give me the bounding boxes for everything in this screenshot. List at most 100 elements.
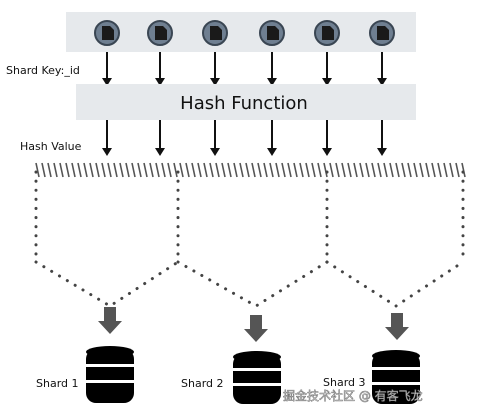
hash-value-tick: [311, 162, 316, 178]
hash-value-tick: [155, 162, 160, 178]
document-icon-4: [259, 20, 285, 46]
hash-value-tick: [35, 162, 40, 178]
hash-value-tick: [83, 162, 88, 178]
shard-3-label: Shard 3: [323, 376, 366, 389]
shard-arrows: [98, 307, 409, 342]
partition-outlines: [34, 170, 465, 308]
shard-2-arrow: [244, 315, 268, 342]
hash-value-tick: [149, 162, 154, 178]
hash-value-tick: [209, 162, 214, 178]
hash-value-tick: [263, 162, 268, 178]
hash-value-tick: [293, 162, 298, 178]
hash-value-tick: [41, 162, 46, 178]
watermark: 掘金技术社区 @ 有客飞龙: [283, 388, 423, 403]
hash-value-tick: [185, 162, 190, 178]
hash-value-tick: [389, 162, 394, 178]
document-icon-5: [314, 20, 340, 46]
hash-value-tick: [47, 162, 52, 178]
hash-value-tick: [413, 162, 418, 178]
hash-value-tick: [53, 162, 58, 178]
shard-1-database-icon: [86, 346, 134, 403]
hash-function-box: [76, 84, 416, 120]
hash-value-tick: [143, 162, 148, 178]
hash-value-tick: [119, 162, 124, 178]
hash-value-tick: [203, 162, 208, 178]
hash-value-tick: [425, 162, 430, 178]
hash-value-tick: [71, 162, 76, 178]
shard-2-label: Shard 2: [181, 377, 224, 390]
hash-value-tick: [383, 162, 388, 178]
hash-value-tick: [317, 162, 322, 178]
hash-function-label: Hash Function: [180, 93, 308, 114]
arrows-to-hash-function: [102, 52, 387, 86]
hash-value-tick: [101, 162, 106, 178]
hash-value-label: Hash Value: [20, 140, 82, 153]
hash-value-tick: [95, 162, 100, 178]
hash-value-tick: [197, 162, 202, 178]
hash-value-tick: [455, 162, 460, 178]
document-icon-2: [147, 20, 173, 46]
hash-value-tick: [161, 162, 166, 178]
shard-2-database-icon: [233, 351, 281, 404]
shard-1-arrow: [98, 307, 122, 334]
hash-value-tick: [269, 162, 274, 178]
hash-value-tick: [341, 162, 346, 178]
hash-value-tick: [407, 162, 412, 178]
hash-value-tick: [59, 162, 64, 178]
hash-value-tick: [347, 162, 352, 178]
document-icon-3: [202, 20, 228, 46]
shard-3-database-icon: [372, 350, 420, 404]
hash-value-tick: [227, 162, 232, 178]
hash-value-tick: [323, 162, 328, 178]
hash-value-tick: [449, 162, 454, 178]
hash-value-tick: [275, 162, 280, 178]
hash-value-tick: [359, 162, 364, 178]
hash-value-tick: [395, 162, 400, 178]
hash-value-tick: [257, 162, 262, 178]
hash-value-tick: [287, 162, 292, 178]
hash-value-tick: [173, 162, 178, 178]
hash-value-tick: [335, 162, 340, 178]
arrows-to-hash-values: [102, 120, 387, 156]
hash-value-tick: [365, 162, 370, 178]
hash-value-tick: [419, 162, 424, 178]
shard-3-arrow: [385, 313, 409, 340]
hash-value-tick: [401, 162, 406, 178]
hash-value-tick: [305, 162, 310, 178]
hash-value-tick: [113, 162, 118, 178]
hash-value-tick: [461, 162, 466, 178]
hash-value-tick: [221, 162, 226, 178]
hash-value-tick: [437, 162, 442, 178]
hash-value-tick: [107, 162, 112, 178]
hash-value-range: [35, 162, 466, 178]
hash-value-tick: [239, 162, 244, 178]
hash-value-tick: [377, 162, 382, 178]
hash-value-tick: [191, 162, 196, 178]
hash-value-tick: [167, 162, 172, 178]
hash-value-tick: [233, 162, 238, 178]
document-icon-1: [94, 20, 120, 46]
hash-value-tick: [443, 162, 448, 178]
documents-band: [66, 12, 416, 52]
hash-value-tick: [353, 162, 358, 178]
hash-value-tick: [77, 162, 82, 178]
shard-1-label: Shard 1: [36, 377, 79, 390]
hash-value-tick: [431, 162, 436, 178]
shard-key-label: Shard Key:_id: [6, 64, 80, 77]
hash-value-tick: [281, 162, 286, 178]
document-icon-6: [369, 20, 395, 46]
hash-value-tick: [215, 162, 220, 178]
hash-value-tick: [251, 162, 256, 178]
hash-value-tick: [131, 162, 136, 178]
hash-value-tick: [179, 162, 184, 178]
hash-value-tick: [299, 162, 304, 178]
hash-value-tick: [65, 162, 70, 178]
hash-value-tick: [125, 162, 130, 178]
hash-value-tick: [245, 162, 250, 178]
hash-value-tick: [137, 162, 142, 178]
hash-value-tick: [329, 162, 334, 178]
hash-value-tick: [371, 162, 376, 178]
hash-value-tick: [89, 162, 94, 178]
